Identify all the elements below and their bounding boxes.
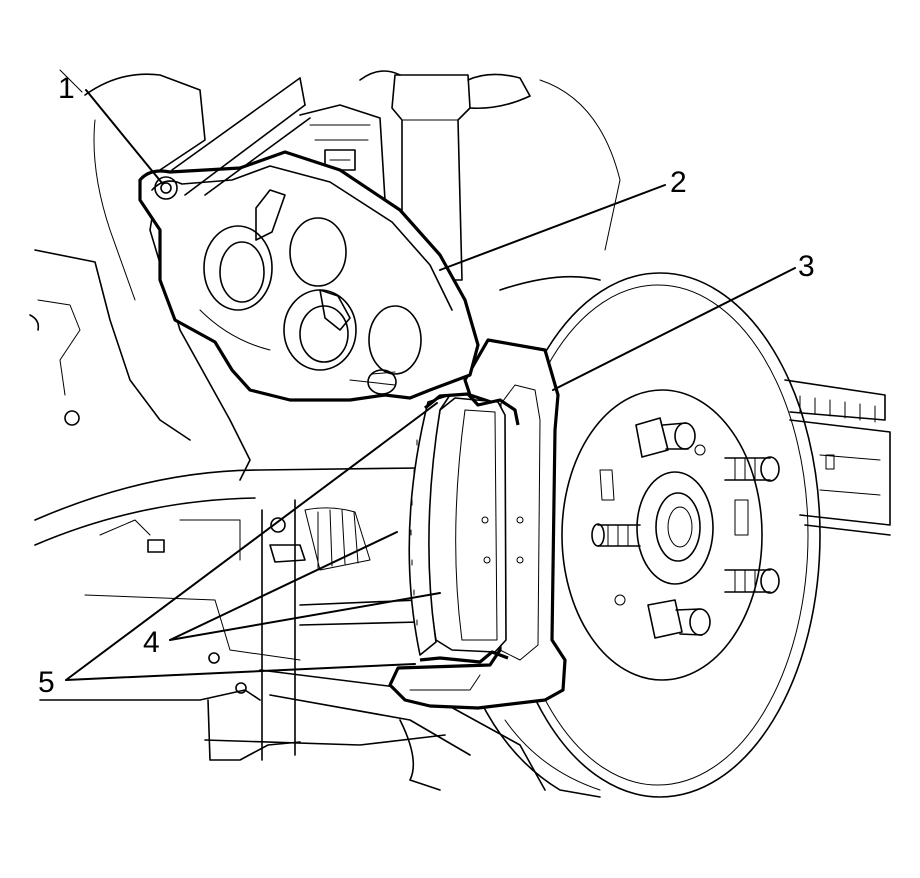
callout-5: 5 xyxy=(38,666,55,699)
wheel-stud xyxy=(635,417,696,458)
callout-4: 4 xyxy=(143,626,160,659)
leader-5b xyxy=(65,663,416,681)
abutment-clips xyxy=(419,392,520,664)
brake-pads xyxy=(408,394,524,656)
leader-4b xyxy=(169,592,441,641)
wheel-studs xyxy=(591,417,780,639)
callout-labels: 1 2 3 4 5 xyxy=(38,72,815,699)
background-structure xyxy=(29,69,891,791)
wheel-stud xyxy=(591,523,641,547)
leader-3 xyxy=(552,267,796,391)
leader-5a xyxy=(65,402,438,681)
brake-caliper xyxy=(138,150,480,402)
leader-1 xyxy=(85,89,163,184)
leader-4a xyxy=(169,531,398,641)
brake-hose xyxy=(171,77,311,196)
callout-3: 3 xyxy=(798,250,815,283)
wheel-stud xyxy=(724,568,780,594)
wheel-stud xyxy=(724,456,780,482)
leader-2 xyxy=(439,184,666,271)
callout-1: 1 xyxy=(58,72,75,105)
callout-leaders xyxy=(65,89,796,681)
brake-rotor xyxy=(479,272,821,798)
wheel-stud xyxy=(647,599,711,639)
callout-2: 2 xyxy=(670,166,687,199)
brake-pad-inner xyxy=(408,394,451,656)
